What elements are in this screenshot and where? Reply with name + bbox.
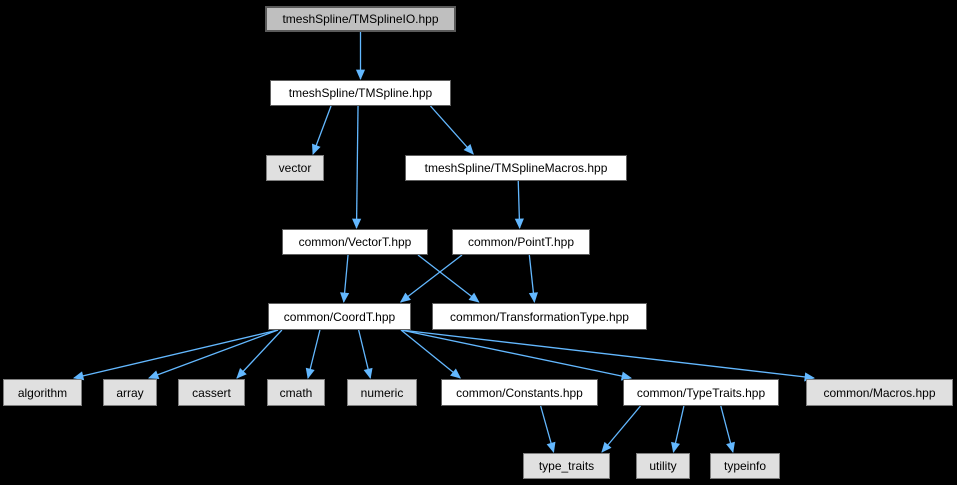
node-tmspline[interactable]: tmeshSpline/TMSpline.hpp: [270, 80, 451, 106]
node-macros: common/Macros.hpp: [806, 379, 953, 406]
node-vectort[interactable]: common/VectorT.hpp: [282, 229, 428, 255]
node-type-traits: type_traits: [523, 453, 610, 479]
node-typetraits[interactable]: common/TypeTraits.hpp: [623, 379, 779, 406]
node-cmath: cmath: [267, 379, 325, 406]
node-typeinfo: typeinfo: [710, 453, 780, 479]
node-array: array: [103, 379, 157, 406]
node-pointt[interactable]: common/PointT.hpp: [452, 229, 590, 255]
node-tmsplinemacros[interactable]: tmeshSpline/TMSplineMacros.hpp: [405, 155, 627, 181]
node-constants[interactable]: common/Constants.hpp: [441, 379, 598, 406]
node-cassert: cassert: [178, 379, 245, 406]
node-vector: vector: [266, 155, 324, 181]
node-algorithm: algorithm: [3, 379, 82, 406]
node-tmsplineio: tmeshSpline/TMSplineIO.hpp: [265, 6, 456, 32]
node-utility: utility: [636, 453, 690, 479]
node-transformationtype[interactable]: common/TransformationType.hpp: [432, 303, 647, 330]
node-numeric: numeric: [347, 379, 417, 406]
node-coordt[interactable]: common/CoordT.hpp: [268, 303, 411, 330]
